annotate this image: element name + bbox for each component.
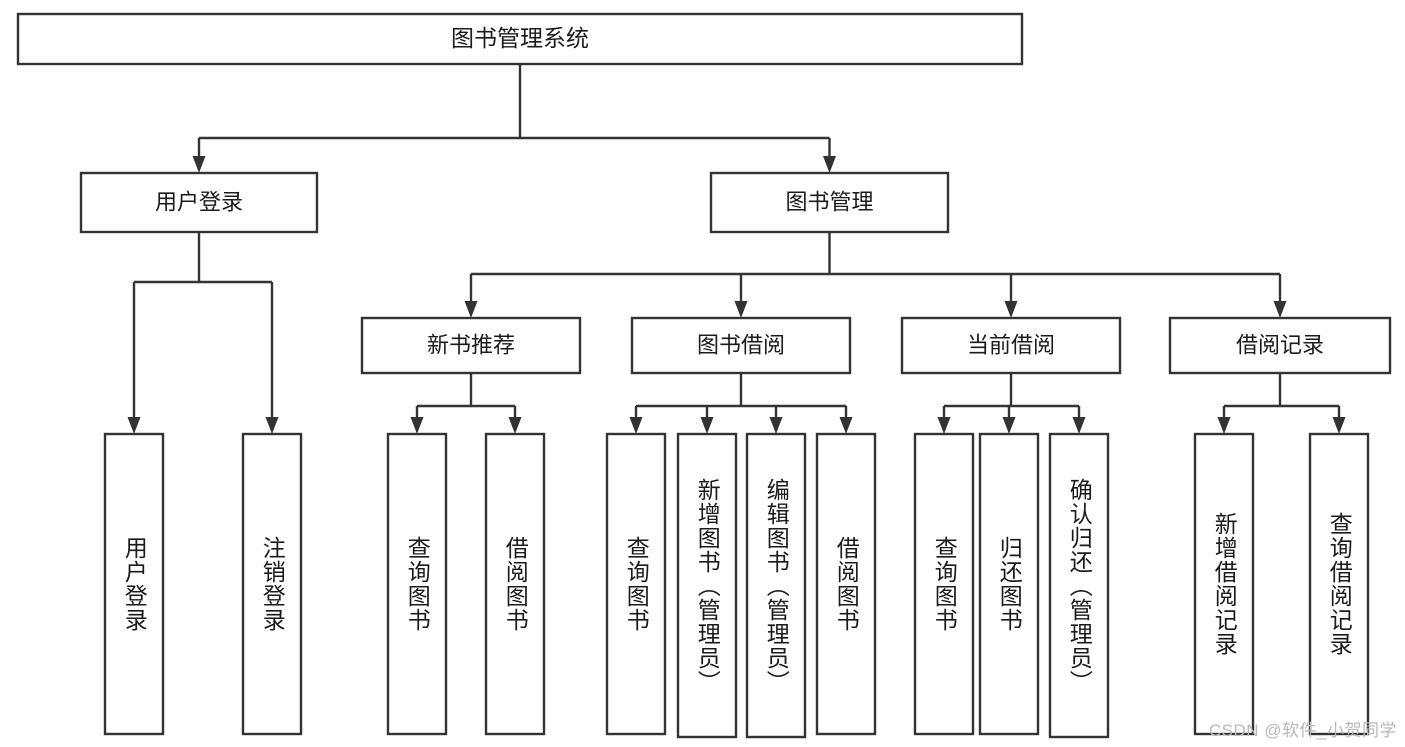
level3-node-label-1: 图书借阅 <box>697 332 785 357</box>
level3-node-box-2[interactable] <box>900 316 1122 375</box>
level2-node-box-1[interactable] <box>709 171 950 234</box>
leaf-node-box-0[interactable] <box>103 432 165 736</box>
level3-node-label-0: 新书推荐 <box>427 332 515 357</box>
connector-layer <box>127 64 1346 434</box>
level2-node-box-0[interactable] <box>79 171 319 234</box>
root-node-box[interactable] <box>16 12 1024 66</box>
leaf-node-box-5[interactable] <box>676 432 738 739</box>
leaf-node-box-4[interactable] <box>605 432 667 736</box>
watermark: CSDN @软件_小贺同学 <box>1208 721 1397 740</box>
leaf-node-box-3[interactable] <box>484 432 546 736</box>
leaf-node-box-9[interactable] <box>978 432 1040 736</box>
leaf-node-box-12[interactable] <box>1308 432 1370 736</box>
level3-node-box-3[interactable] <box>1168 316 1392 375</box>
leaf-node-box-10[interactable] <box>1048 432 1110 739</box>
level2-node-label-1: 图书管理 <box>785 189 873 214</box>
node-box-layer <box>16 12 1392 739</box>
leaf-node-box-7[interactable] <box>815 432 877 736</box>
root-node-label: 图书管理系统 <box>451 25 589 51</box>
level2-node-label-0: 用户登录 <box>155 189 243 214</box>
level3-node-label-2: 当前借阅 <box>967 332 1055 357</box>
level3-node-box-1[interactable] <box>630 316 852 375</box>
leaf-node-box-6[interactable] <box>745 432 807 739</box>
leaf-node-box-8[interactable] <box>913 432 975 736</box>
level3-node-label-3: 借阅记录 <box>1236 332 1324 357</box>
leaf-node-box-2[interactable] <box>386 432 448 736</box>
leaf-node-box-1[interactable] <box>241 432 303 736</box>
leaf-node-box-11[interactable] <box>1193 432 1255 736</box>
level3-node-box-0[interactable] <box>360 316 582 375</box>
